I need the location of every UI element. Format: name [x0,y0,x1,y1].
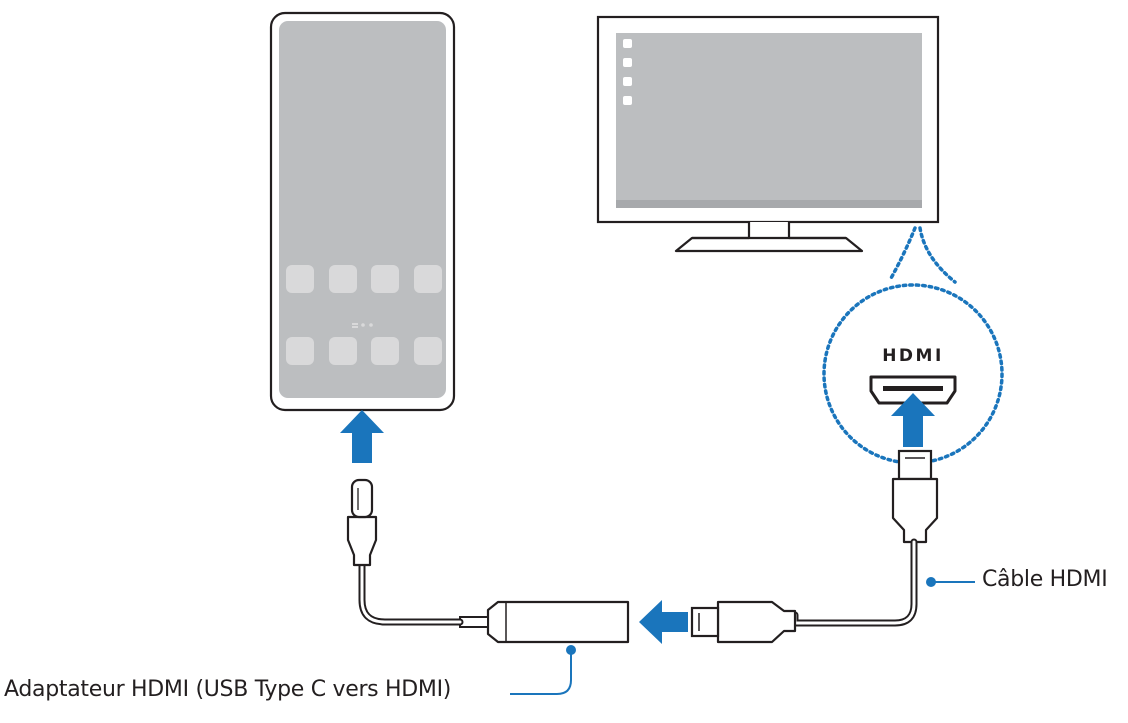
page-indicator [352,323,373,328]
leader-adapter [510,645,576,695]
hdmi-adapter-icon [459,600,630,644]
arrow-left-to-adapter-icon [639,600,688,644]
monitor-screen [616,33,922,208]
hdmi-plug-horizontal-icon [690,600,797,644]
app-icons-row-1 [286,265,442,293]
hdmi-cable-label: Câble HDMI [982,567,1108,592]
usb-c-plug-icon [346,478,378,567]
hdmi-port-icon [869,375,957,405]
monitor-stand [674,222,864,253]
leader-cable [926,577,975,587]
monitor-icon [596,15,940,253]
hdmi-adapter-label: Adaptateur HDMI (USB Type C vers HDMI) [4,677,452,702]
app-icons-row-2 [286,337,442,365]
phone-screen [279,21,446,398]
hdmi-plug-icon [891,449,939,544]
usb-c-cable [358,561,464,626]
monitor-taskbar [616,200,922,208]
hdmi-logo: HDMI [882,346,944,366]
arrow-up-to-phone-icon [340,410,384,463]
hdmi-cable [791,538,918,627]
smartphone-icon [269,11,456,412]
desktop-icons [623,39,632,105]
arrow-up-to-port-icon [891,393,935,447]
